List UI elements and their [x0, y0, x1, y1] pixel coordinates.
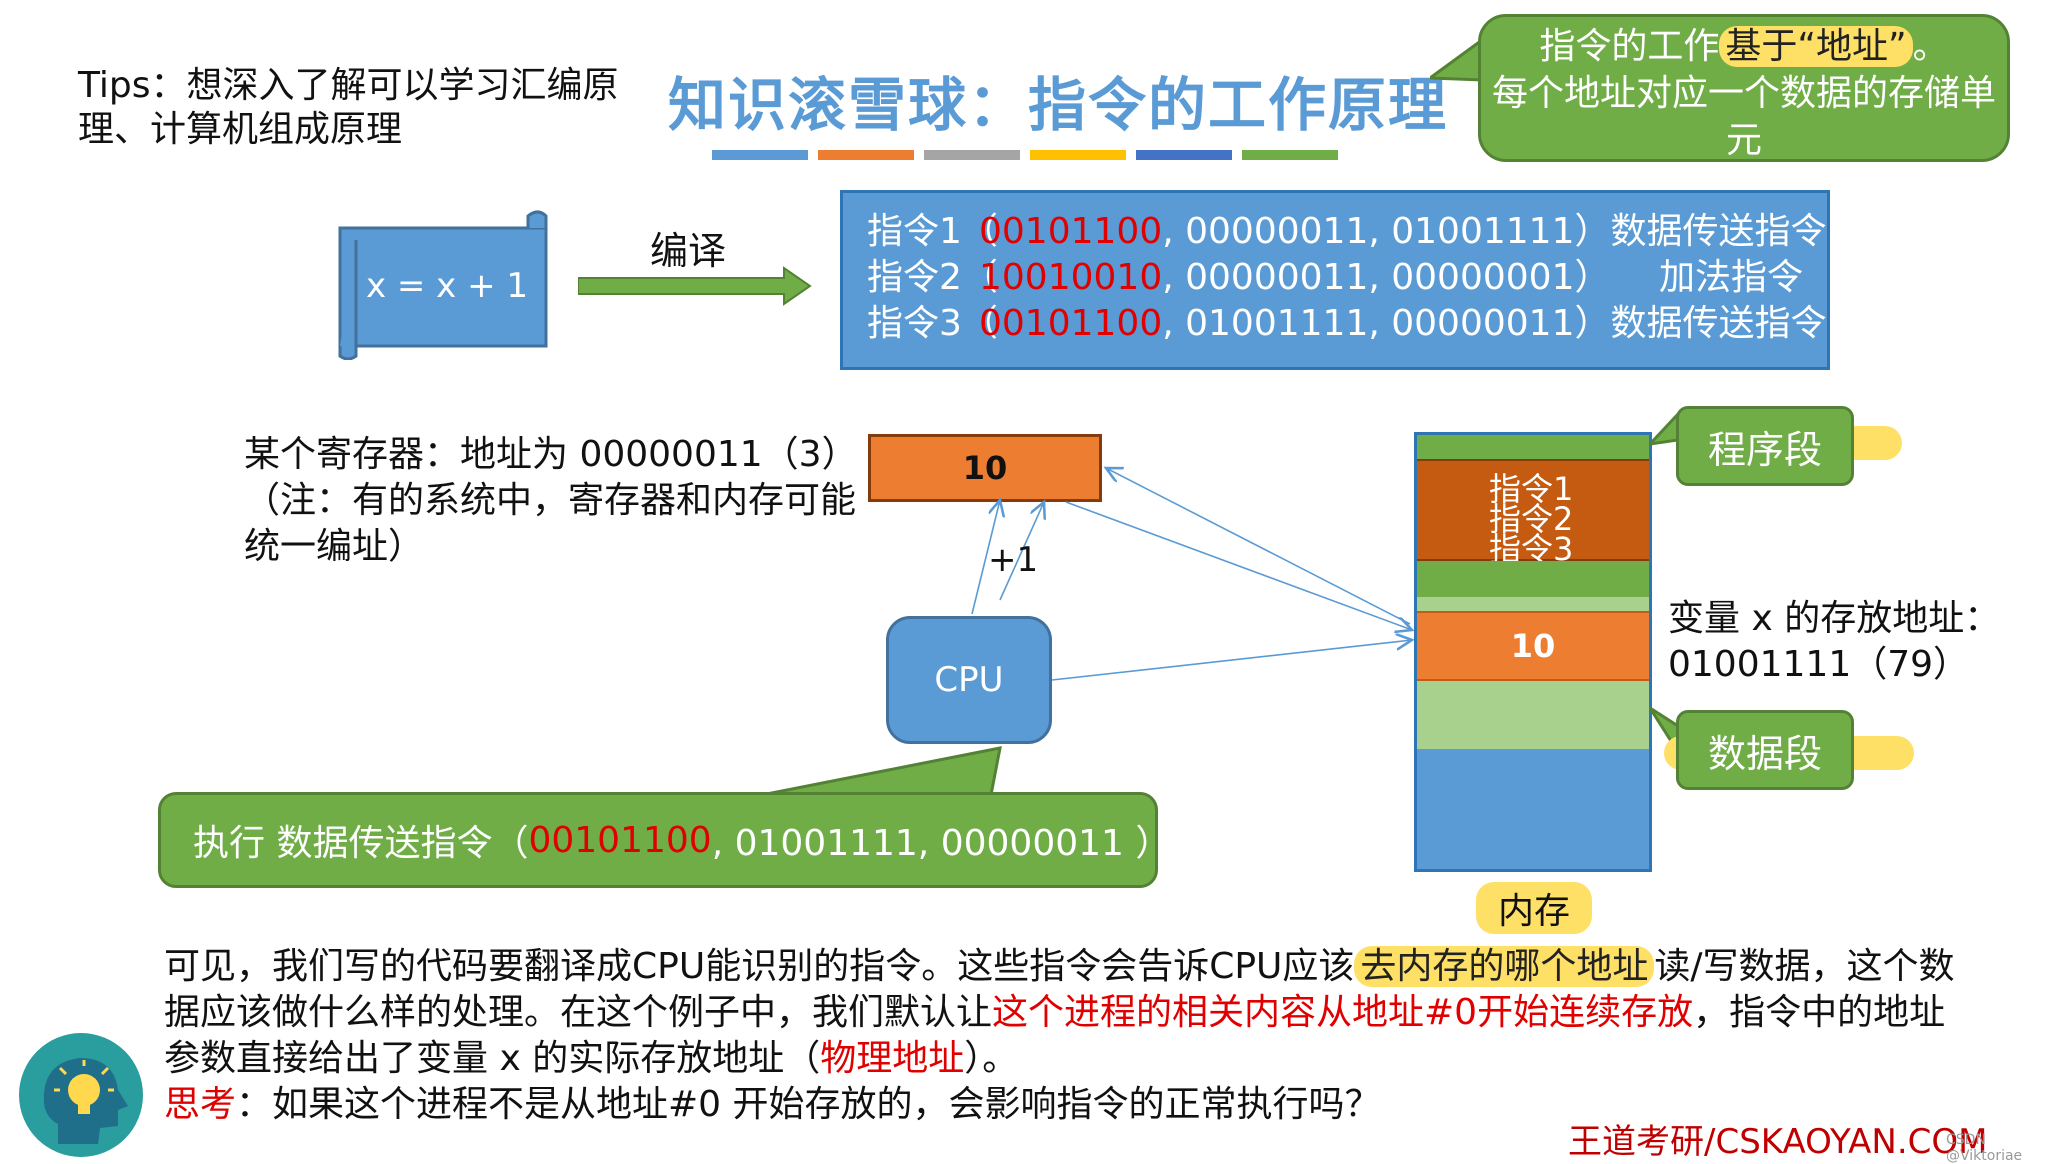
instruction-label: 指令2（ — [867, 257, 998, 298]
callout-line1-a: 指令的工作 — [1539, 26, 1720, 67]
exec-prefix: 执行 数据传送指令（ — [193, 823, 529, 864]
memory-data-bottom — [1417, 681, 1649, 749]
variable-line1: 变量 x 的存放地址： — [1668, 598, 2001, 639]
instruction-label: 指令1（ — [867, 211, 998, 252]
program-segment-tag: 程序段 — [1676, 406, 1854, 486]
execute-callout: 执行 数据传送指令（ 00101100, 01001111, 00000011 … — [158, 792, 1171, 888]
para-part1: 可见，我们写的代码要翻译成CPU能识别的指令。这些指令会告诉CPU应该 — [164, 946, 1355, 987]
opcode: 10010010 — [979, 257, 1163, 298]
instruction-box: 指令1（ 00101100, 00000011, 01001111） 数据传送指… — [840, 190, 1830, 370]
cpu-block: CPU — [886, 616, 1052, 744]
title-color-bar — [1136, 150, 1232, 160]
memory-instr-label: 指令1 — [1489, 470, 1574, 508]
think-question: ：如果这个进程不是从地址#0 开始存放的，会影响指令的正常执行吗？ — [236, 1084, 1381, 1125]
para-part2: 读/写数据，这个数据应该做什么样的处理。在这个例子中，我们默认让 — [164, 946, 1955, 1033]
memory-label: 内存 — [1476, 882, 1593, 934]
plus-one-label: +1 — [988, 540, 1039, 580]
memory-data-top — [1417, 597, 1649, 611]
memory-block: 指令1 指令2 指令3 10 — [1414, 432, 1652, 872]
instruction-type: 数据传送指令 — [1610, 303, 1827, 344]
memory-program-bottom — [1417, 561, 1649, 597]
tips-text: Tips：想深入了解可以学习汇编原理、计算机组成原理 — [78, 65, 619, 150]
brand-text: 王道考研/CSKAOYAN.COM — [1568, 1122, 1988, 1162]
operands: , 00000011, 00000001） — [1162, 257, 1611, 298]
register-desc-line1: 某个寄存器：地址为 00000011（3） — [244, 434, 858, 475]
page-title: 知识滚雪球：指令的工作原理 — [668, 71, 1449, 139]
scroll-shape — [338, 210, 548, 360]
compile-arrow — [578, 266, 812, 306]
title-color-bar — [712, 150, 808, 160]
memory-variable-cell: 10 — [1417, 611, 1649, 681]
instruction-row: 指令2（ 10010010, 00000011, 00000001） 加法指令 — [867, 255, 1803, 301]
callout-line1-b: 。 — [1912, 26, 1949, 67]
title-color-bar — [818, 150, 914, 160]
instruction-type: 加法指令 — [1658, 257, 1803, 298]
opcode: 00101100 — [979, 211, 1163, 252]
instruction-row: 指令3（ 00101100, 01001111, 00000011） 数据传送指… — [867, 301, 1827, 347]
memory-instructions: 指令1 指令2 指令3 — [1417, 459, 1649, 568]
callout-line1-highlight: 基于“地址” — [1719, 26, 1913, 67]
callout-line2: 每个地址对应一个数据的存储单元 — [1491, 73, 1996, 161]
para-part4: ）。 — [964, 1038, 1019, 1079]
exec-opcode: 00101100 — [528, 819, 712, 861]
para-highlight: 去内存的哪个地址 — [1354, 946, 1655, 987]
compile-label: 编译 — [650, 229, 727, 273]
variable-address-text: 变量 x 的存放地址： 01001111（79） — [1668, 596, 2000, 688]
para-part3: ，指令中的地址参数直接给出了变量 x 的实际存放地址（ — [164, 992, 1946, 1079]
operands: , 00000011, 01001111） — [1162, 211, 1611, 252]
para-red-1: 这个进程的相关内容从地址#0开始连续存放 — [992, 992, 1694, 1033]
think-label: 思考 — [164, 1084, 237, 1125]
title-color-bar — [1030, 150, 1126, 160]
memory-program-top — [1417, 435, 1649, 459]
operands: , 01001111, 00000011） — [1162, 303, 1611, 344]
code-text: x = x + 1 — [365, 266, 529, 306]
instruction-type: 数据传送指令 — [1610, 211, 1827, 252]
address-callout: 指令的工作基于“地址”。 每个地址对应一个数据的存储单元 — [1478, 14, 2010, 162]
register-desc-line2: （注：有的系统中，寄存器和内存可能统一编址） — [244, 480, 857, 567]
memory-instr-label: 指令2 — [1489, 500, 1574, 538]
instruction-label: 指令3（ — [867, 303, 998, 344]
variable-line2: 01001111（79） — [1668, 644, 1970, 685]
exec-operands: , 01001111, 00000011 ） — [711, 823, 1172, 864]
explanation-paragraph: 可见，我们写的代码要翻译成CPU能识别的指令。这些指令会告诉CPU应该去内存的哪… — [164, 944, 1964, 1128]
title-color-bar — [1242, 150, 1338, 160]
credit-watermark: CSDN @Viktoriae — [1946, 1132, 2023, 1164]
title-color-bar — [924, 150, 1020, 160]
data-segment-tag: 数据段 — [1676, 710, 1854, 790]
head-lightbulb-icon — [19, 1033, 143, 1157]
register-box: 10 — [868, 434, 1102, 502]
instruction-row: 指令1（ 00101100, 00000011, 01001111） 数据传送指… — [867, 209, 1827, 255]
para-red-2: 物理地址 — [820, 1038, 965, 1079]
opcode: 00101100 — [979, 303, 1163, 344]
memory-instr-label: 指令3 — [1489, 530, 1574, 568]
register-description: 某个寄存器：地址为 00000011（3） （注：有的系统中，寄存器和内存可能统… — [244, 432, 864, 570]
